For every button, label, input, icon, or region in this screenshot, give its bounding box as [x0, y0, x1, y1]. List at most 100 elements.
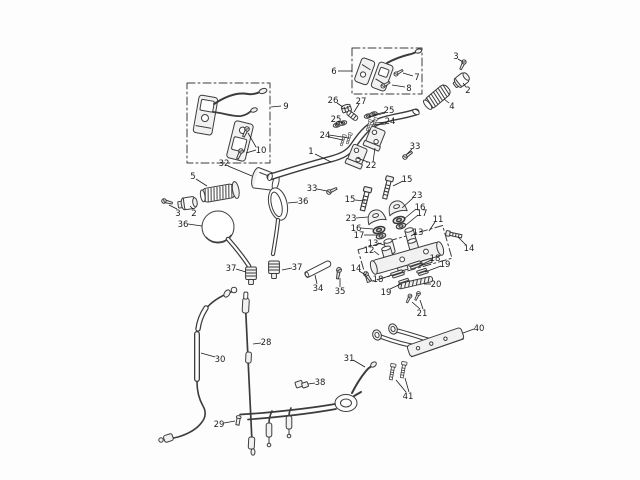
- leader-line: [354, 199, 366, 202]
- part-24-bolt: [339, 133, 347, 147]
- leader-line: [200, 352, 216, 358]
- part-label-14: 14: [351, 264, 362, 274]
- part-label-13: 13: [413, 228, 424, 238]
- leader-line: [247, 132, 257, 148]
- leader-line: [358, 270, 367, 276]
- part-label-28: 28: [261, 338, 272, 348]
- part-21-screw-a: [404, 292, 414, 304]
- part-37-mirror-base-left: [245, 266, 257, 285]
- part-label-27: 27: [356, 97, 367, 107]
- part-label-37: 37: [226, 264, 237, 274]
- leader-line: [195, 178, 208, 187]
- part-15-bolt-right: [380, 175, 395, 201]
- part-19-clamp-half-right: [416, 267, 429, 276]
- part-6-switch-assembly-right: [354, 48, 423, 92]
- part-label-17: 17: [354, 231, 365, 241]
- part-33-screw-left: [325, 185, 339, 196]
- part-2-bar-end-right: [452, 72, 470, 88]
- part-label-15: 15: [402, 175, 413, 185]
- leader-line: [356, 157, 369, 163]
- leader-line: [281, 267, 293, 271]
- part-label-18: 18: [373, 275, 384, 285]
- part-1-handlebar: [266, 108, 420, 181]
- leader-line: [457, 58, 464, 63]
- part-label-12: 12: [364, 246, 375, 256]
- part-label-4: 4: [449, 102, 454, 112]
- part-label-2: 2: [465, 86, 470, 96]
- part-label-16: 16: [415, 203, 426, 213]
- leader-line: [418, 259, 432, 267]
- leader-line: [352, 359, 366, 368]
- part-28-cable: [241, 291, 256, 456]
- leader-line: [375, 121, 387, 124]
- leader-line: [235, 268, 247, 273]
- part-label-16: 16: [351, 224, 362, 234]
- part-label-19: 19: [440, 260, 451, 270]
- part-36-mirror-right: [267, 187, 289, 257]
- part-label-6: 6: [331, 67, 336, 77]
- leader-line: [270, 105, 282, 108]
- leader-line: [307, 382, 316, 385]
- part-14-bolt-left: [362, 270, 374, 283]
- part-40-bracket: [372, 323, 465, 358]
- part-29-adjuster-pin: [235, 415, 242, 426]
- part-label-5: 5: [190, 172, 195, 182]
- part-label-1: 1: [308, 147, 313, 157]
- part-37-mirror-base-right: [268, 260, 280, 279]
- leader-line: [395, 379, 407, 393]
- part-label-38: 38: [315, 378, 326, 388]
- part-label-29: 29: [214, 420, 225, 430]
- part-label-26: 26: [328, 96, 339, 106]
- leader-line: [328, 134, 350, 139]
- part-7-screw: [392, 67, 405, 78]
- leader-line: [368, 112, 386, 118]
- part-label-9: 9: [283, 102, 288, 112]
- part-label-33: 33: [307, 184, 318, 194]
- part-label-21: 21: [417, 309, 428, 319]
- part-38-cable-nut: [294, 380, 309, 389]
- leader-line: [360, 227, 374, 230]
- part-34-link-rod: [304, 260, 332, 278]
- part-label-24: 24: [385, 117, 396, 127]
- leader-line: [372, 111, 386, 116]
- part-label-13: 13: [368, 239, 379, 249]
- part-35-screw: [334, 266, 343, 280]
- part-label-7: 7: [414, 73, 419, 83]
- leader-line: [355, 216, 369, 219]
- leader-line: [372, 147, 376, 163]
- leader-line: [392, 180, 404, 187]
- leader-line: [411, 301, 421, 310]
- assembly-box-top-clamp: [357, 225, 453, 283]
- leader-line: [410, 233, 415, 237]
- part-label-8: 8: [406, 84, 411, 94]
- part-21-screw-b: [413, 290, 422, 302]
- part-23-holder-cap-right: [385, 198, 408, 217]
- part-label-34: 34: [313, 284, 324, 294]
- leader-line: [402, 72, 414, 77]
- part-22-bar-clamp-a: [344, 143, 368, 170]
- part-41-bolt-a: [387, 362, 397, 381]
- leader-line: [189, 205, 194, 210]
- part-20-clamp-strip: [397, 276, 434, 290]
- part-label-23: 23: [346, 214, 357, 224]
- leader-line: [370, 123, 387, 126]
- part-22-bar-clamp-b: [362, 125, 386, 152]
- leader-line: [391, 84, 406, 88]
- part-label-25: 25: [331, 115, 342, 125]
- part-27-roll-pin: [346, 110, 359, 121]
- part-label-24: 24: [320, 131, 331, 141]
- part-14-bolt-right: [445, 230, 463, 239]
- leader-line: [187, 223, 203, 227]
- leader-line: [404, 377, 410, 393]
- leader-line: [406, 148, 413, 155]
- part-label-11: 11: [433, 215, 444, 225]
- leader-line: [405, 214, 419, 226]
- leader-line: [403, 208, 417, 220]
- leader-line: [462, 82, 467, 88]
- leader-line: [316, 188, 328, 192]
- part-label-18: 18: [430, 254, 441, 264]
- leader-line: [401, 197, 414, 209]
